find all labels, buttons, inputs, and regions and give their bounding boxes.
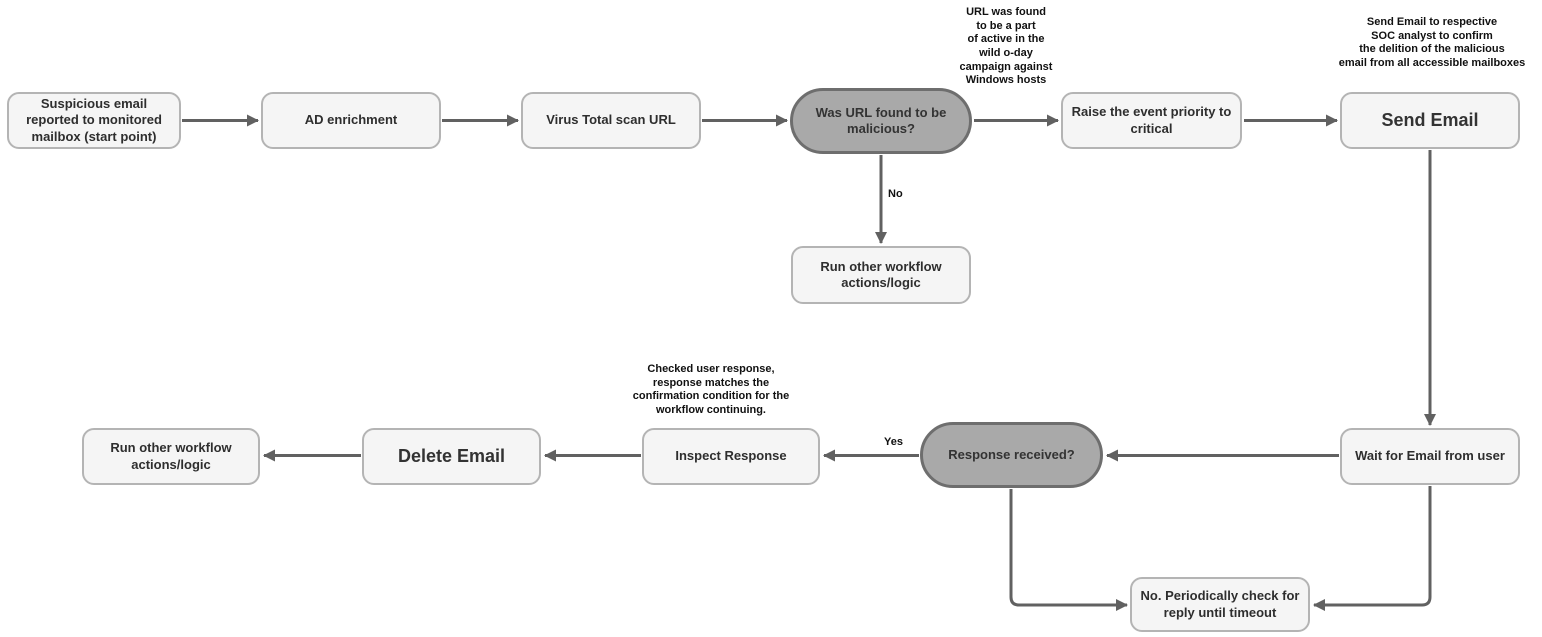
node-virus-total-scan: Virus Total scan URL [521,92,701,149]
node-periodic-check: No. Periodically check for reply until t… [1130,577,1310,632]
edge-label-yes: Yes [884,436,903,448]
node-inspect-response: Inspect Response [642,428,820,485]
arrow-wait-timeout-to-periodic [1313,486,1432,611]
node-send-email: Send Email [1340,92,1520,149]
node-wait-for-email: Wait for Email from user [1340,428,1520,485]
decision-url-malicious: Was URL found to be malicious? [790,88,972,154]
annotation-zero-day-campaign: URL was found to be a part of active in … [959,6,1053,87]
node-delete-email: Delete Email [362,428,541,485]
annotation-response-check-note: Checked user response, response matches … [632,363,790,416]
edge-label-no: No [888,188,903,200]
node-run-other-workflow-top: Run other workflow actions/logic [791,246,971,304]
arrow-response-no-to-periodic [1009,489,1128,611]
decision-response-received: Response received? [920,422,1103,488]
node-raise-priority: Raise the event priority to critical [1061,92,1242,149]
node-run-other-workflow-bottom: Run other workflow actions/logic [82,428,260,485]
node-ad-enrichment: AD enrichment [261,92,441,149]
annotation-send-email-note: Send Email to respective SOC analyst to … [1338,16,1526,69]
node-start: Suspicious email reported to monitored m… [7,92,181,149]
